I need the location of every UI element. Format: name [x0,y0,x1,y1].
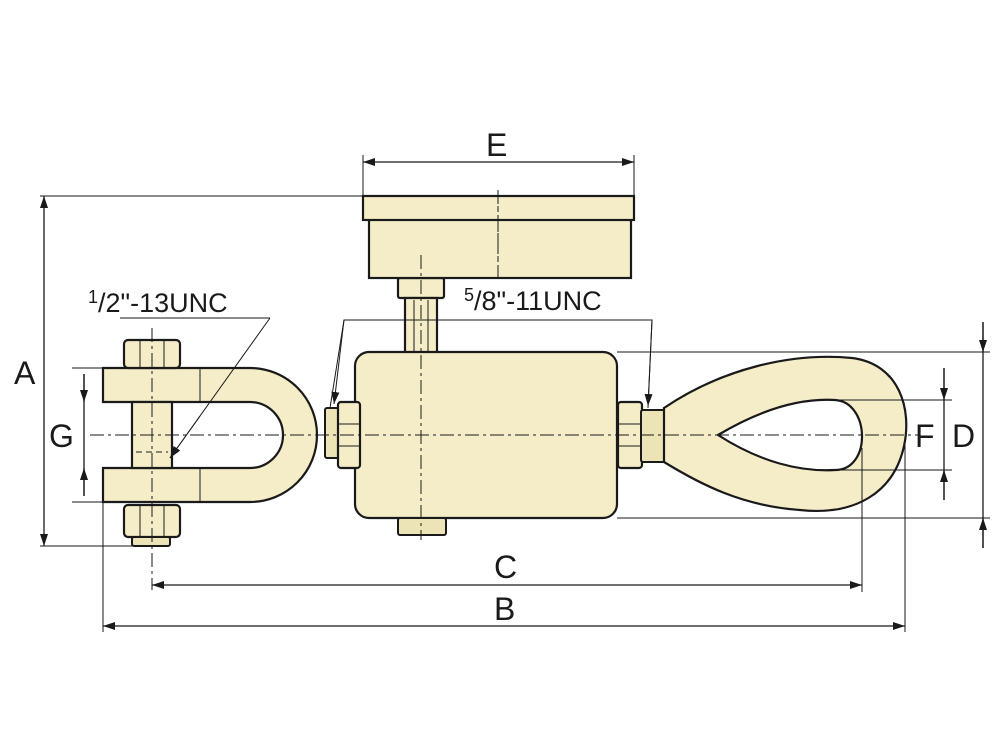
body-thread-numerator: 5 [464,285,474,305]
dimension-e-label: E [486,127,507,163]
clevis-thread-numerator: 1 [88,287,98,307]
dimension-a-label: A [14,355,36,391]
dimension-g-label: G [49,418,74,454]
clevis-thread-spec: /2"-13UNC [98,288,228,318]
body-thread-label: 5/8"-11UNC [464,285,602,316]
dimension-lines [40,158,987,630]
dimension-f-label: F [915,418,935,454]
right-hex-nut [616,400,666,470]
center-lines [90,190,918,590]
dimension-b-label: B [494,591,515,627]
clevis-shackle [101,338,319,547]
clevis-thread-label: 1/2"-13UNC [88,287,228,318]
body-thread-spec: /8"-11UNC [474,286,602,316]
load-cell-body [353,350,619,536]
eye-bolt [662,355,908,512]
dimension-c-label: C [494,549,517,585]
dimension-d-label: D [952,418,975,454]
